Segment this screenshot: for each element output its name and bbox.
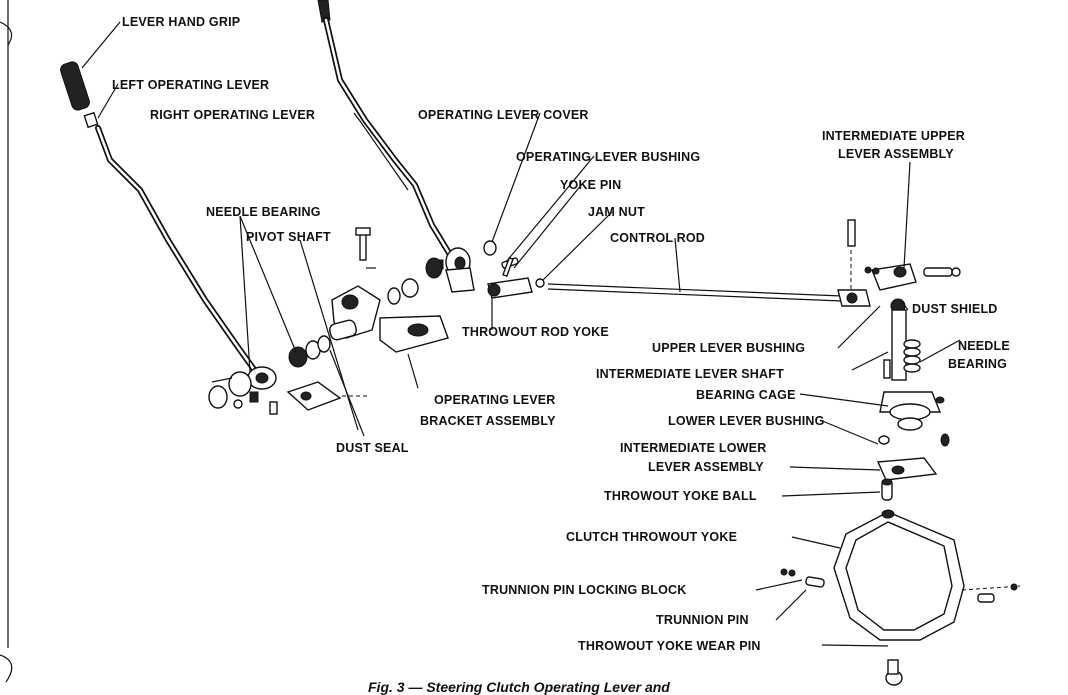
page-binding-marks: [0, 0, 13, 683]
label-clutch-throwout-yoke: CLUTCH THROWOUT YOKE: [566, 530, 737, 544]
label-lower-lever-bushing: LOWER LEVER BUSHING: [668, 414, 825, 428]
figure-caption: Fig. 3 — Steering Clutch Operating Lever…: [368, 679, 670, 695]
label-dust-seal: DUST SEAL: [336, 441, 409, 455]
control-rod-part: [547, 283, 871, 307]
label-throwout-yoke-wear-pin: THROWOUT YOKE WEAR PIN: [578, 639, 761, 653]
label-operating-lever-cover: OPERATING LEVER COVER: [418, 108, 589, 122]
label-dust-shield: DUST SHIELD: [912, 302, 998, 316]
label-operating-lever-bushing: OPERATING LEVER BUSHING: [516, 150, 700, 164]
label-intermediate-upper-2: LEVER ASSEMBLY: [838, 147, 954, 161]
left-operating-lever: [60, 61, 277, 409]
label-yoke-pin: YOKE PIN: [560, 178, 621, 192]
label-operating-lever-bracket-2: BRACKET ASSEMBLY: [420, 414, 556, 428]
label-intermediate-upper-1: INTERMEDIATE UPPER: [822, 129, 965, 143]
label-lever-hand-grip: LEVER HAND GRIP: [122, 15, 240, 29]
lever-hand-grip-part: [60, 61, 90, 111]
label-bearing-cage: BEARING CAGE: [696, 388, 796, 402]
label-operating-lever-bracket-1: OPERATING LEVER: [434, 393, 556, 407]
label-intermediate-lower-2: LEVER ASSEMBLY: [648, 460, 764, 474]
label-needle-bearing-right-2: BEARING: [948, 357, 1007, 371]
right-operating-lever: [317, 0, 475, 293]
label-intermediate-lower-1: INTERMEDIATE LOWER: [620, 441, 766, 455]
label-needle-bearing-right-1: NEEDLE: [958, 339, 1010, 353]
label-throwout-yoke-ball: THROWOUT YOKE BALL: [604, 489, 757, 503]
operating-lever-cover-group: [387, 240, 519, 305]
label-needle-bearing: NEEDLE BEARING: [206, 205, 321, 219]
label-throwout-rod-yoke: THROWOUT ROD YOKE: [462, 325, 609, 339]
label-jam-nut: JAM NUT: [588, 205, 645, 219]
label-left-operating-lever: LEFT OPERATING LEVER: [112, 78, 269, 92]
clutch-throwout-yoke-part: [780, 509, 1021, 686]
label-right-operating-lever: RIGHT OPERATING LEVER: [150, 108, 315, 122]
dust-seal-lever-part: [269, 381, 370, 415]
intermediate-lower-lever-part: [876, 457, 938, 501]
label-pivot-shaft: PIVOT SHAFT: [246, 230, 331, 244]
intermediate-upper-lever-part: [847, 219, 961, 291]
throwout-rod-yoke-part: [487, 256, 545, 299]
label-control-rod: CONTROL ROD: [610, 231, 705, 245]
label-intermediate-lever-shaft: INTERMEDIATE LEVER SHAFT: [596, 367, 784, 381]
needle-bearing-left-parts: [288, 335, 331, 368]
label-trunnion-pin-locking-block: TRUNNION PIN LOCKING BLOCK: [482, 583, 687, 597]
leader-lines: [81, 21, 961, 647]
label-upper-lever-bushing: UPPER LEVER BUSHING: [652, 341, 805, 355]
intermediate-lever-shaft-part: [878, 298, 950, 447]
label-trunnion-pin: TRUNNION PIN: [656, 613, 749, 627]
operating-lever-bracket-part: [329, 227, 449, 353]
labels: LEVER HAND GRIP LEFT OPERATING LEVER RIG…: [112, 15, 1010, 653]
